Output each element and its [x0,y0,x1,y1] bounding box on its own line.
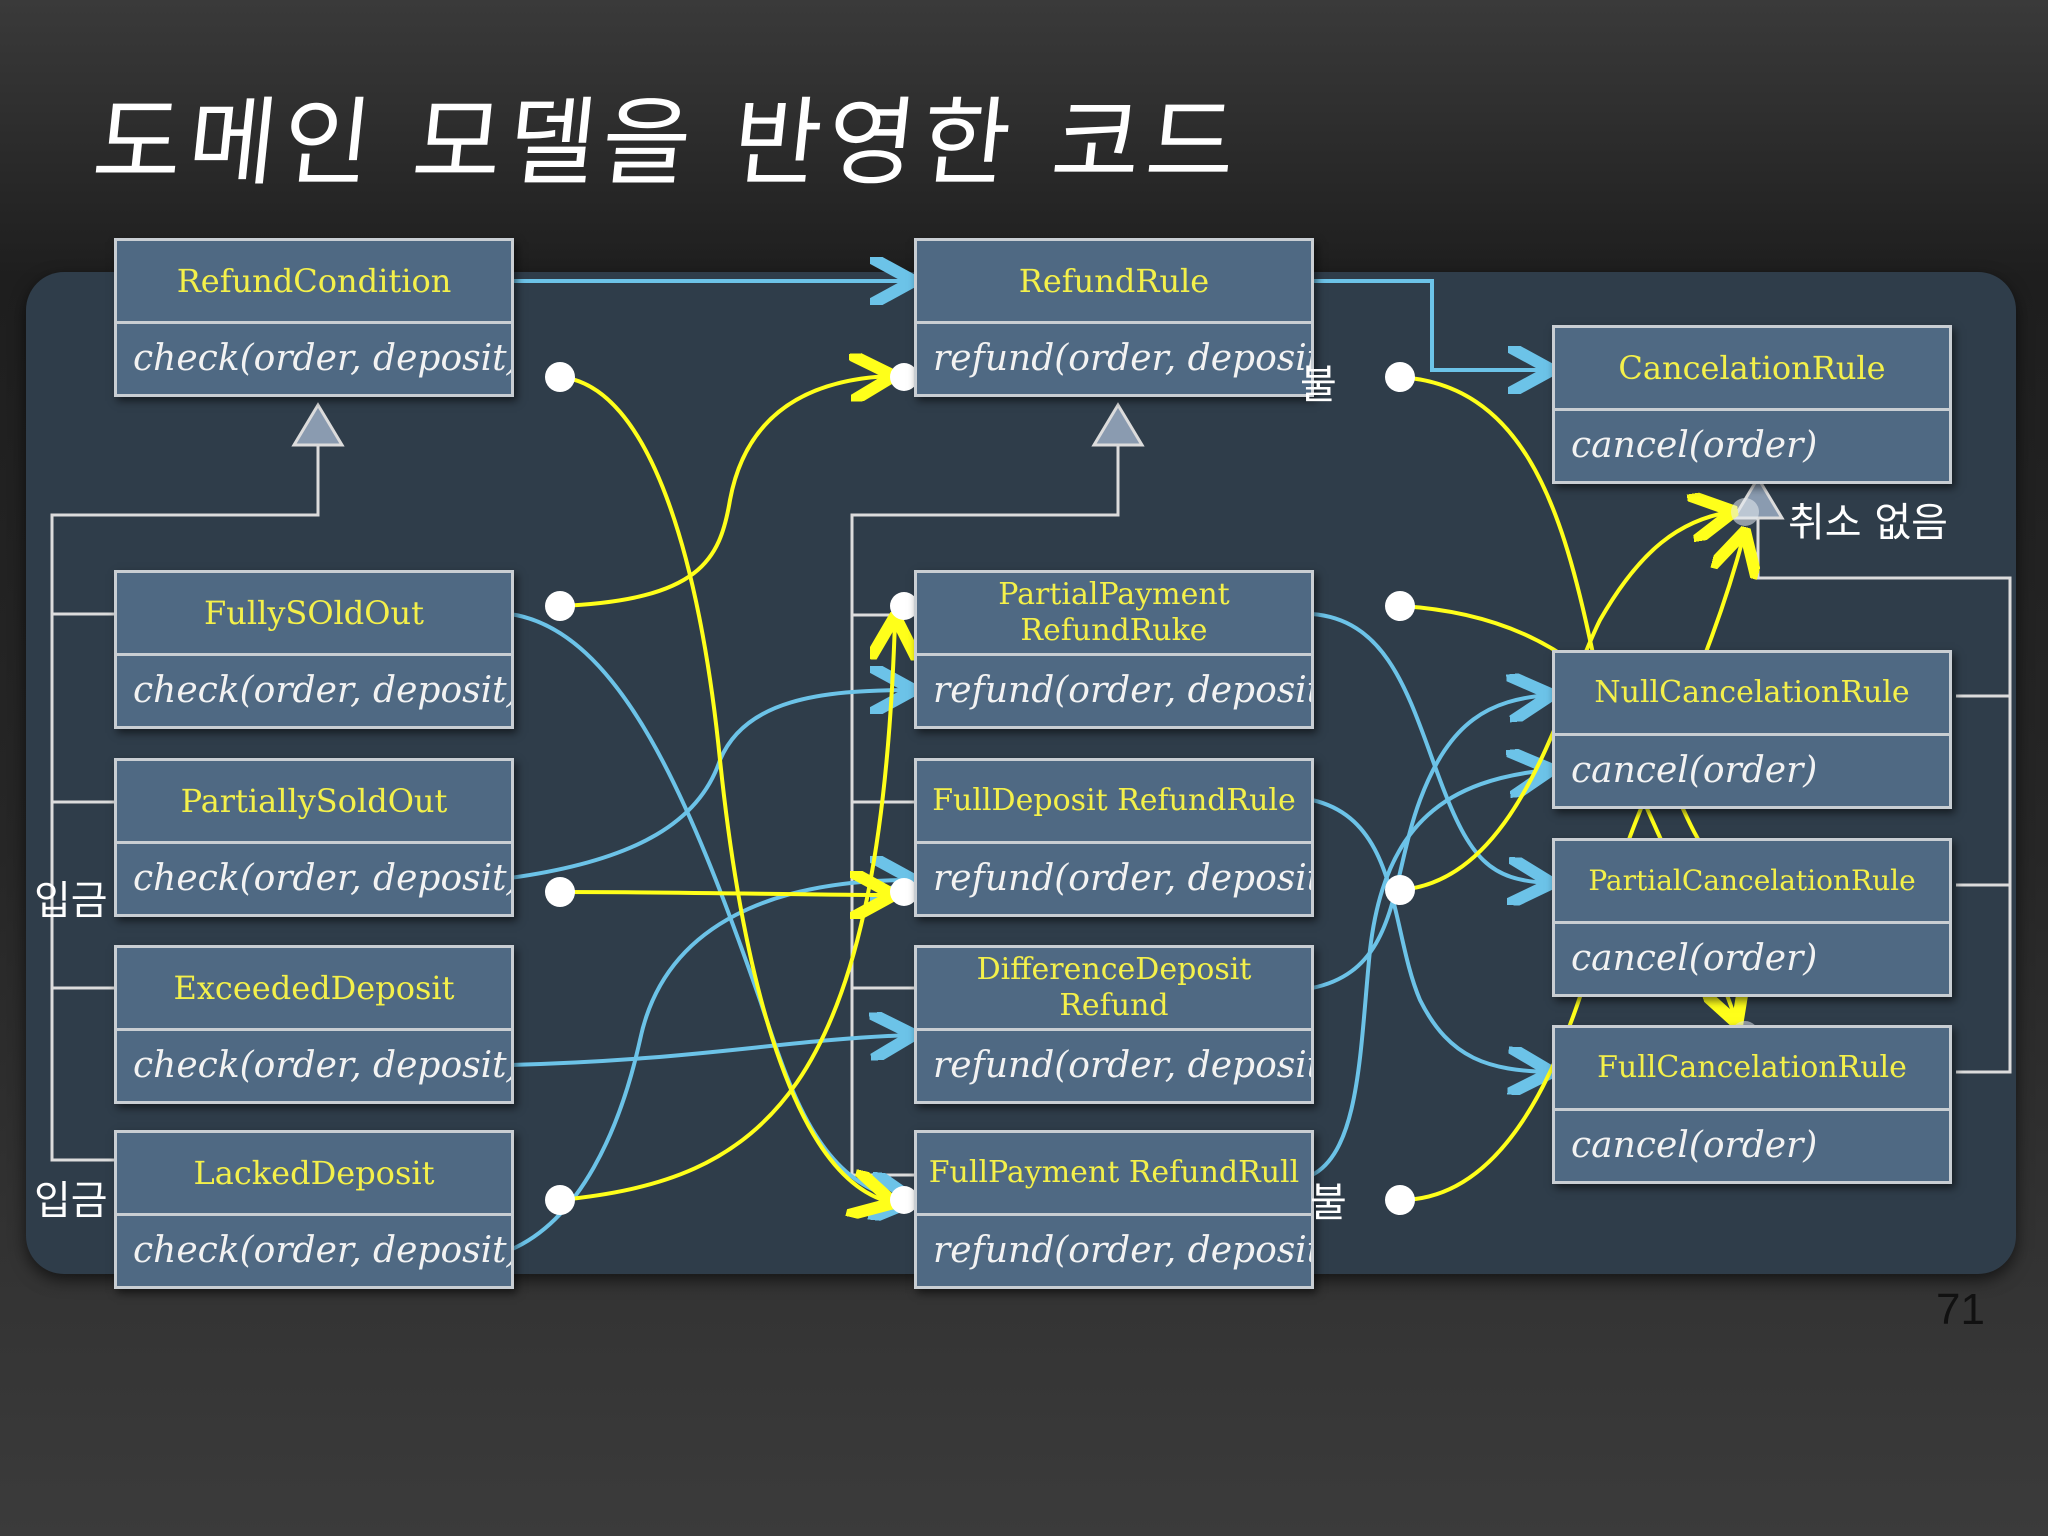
class-name: FullDeposit RefundRule [917,761,1311,844]
class-operation: check(order, deposit) [133,670,511,711]
connection-dots [545,362,1415,1215]
class-name: RefundRule [917,241,1311,324]
class-name: PartiallySoldOut [117,761,511,844]
class-operation: check(order, deposit) [133,858,511,899]
class-refund-rule[interactable]: RefundRule refund(order, deposit) [914,238,1314,397]
class-operation: cancel(order) [1571,938,1818,979]
class-partial-cancelation-rule[interactable]: PartialCancelationRule cancel(order) [1552,838,1952,997]
class-refund-condition[interactable]: RefundCondition check(order, deposit) [114,238,514,397]
class-operation: refund(order, deposit) [933,858,1311,899]
page-number: 71 [1936,1285,1985,1334]
class-name: DifferenceDeposit Refund [917,948,1311,1031]
class-name: LackedDeposit [117,1133,511,1216]
note-deposit-top: 입금 [34,878,108,924]
class-name: CancelationRule [1555,328,1949,411]
class-operation: check(order, deposit) [133,338,511,379]
class-operation: cancel(order) [1571,750,1818,791]
class-name: RefundCondition [117,241,511,324]
note-deposit-bottom: 입금 [34,1178,108,1224]
class-full-cancelation-rule[interactable]: FullCancelationRule cancel(order) [1552,1025,1952,1184]
inheritance-triangles [291,402,1785,520]
association-lines [509,281,1548,1252]
note-refund-top: 불 [1300,362,1337,408]
class-name: NullCancelationRule [1555,653,1949,736]
note-no-cancel: 취소 없음 [1788,500,1948,546]
class-operation: check(order, deposit) [133,1230,511,1271]
class-operation: refund(order, deposit) [933,1230,1311,1271]
class-full-payment-refund-rule[interactable]: FullPayment RefundRull refund(order, dep… [914,1130,1314,1289]
class-operation: refund(order, deposit) [933,670,1311,711]
class-null-cancelation-rule[interactable]: NullCancelationRule cancel(order) [1552,650,1952,809]
class-fully-sold-out[interactable]: FullySOldOut check(order, deposit) [114,570,514,729]
class-name: FullPayment RefundRull [917,1133,1311,1216]
class-name: FullySOldOut [117,573,511,656]
class-lacked-deposit[interactable]: LackedDeposit check(order, deposit) [114,1130,514,1289]
class-full-deposit-refund-rule[interactable]: FullDeposit RefundRule refund(order, dep… [914,758,1314,917]
class-operation: cancel(order) [1571,1125,1818,1166]
class-name: ExceededDeposit [117,948,511,1031]
class-name: PartialCancelationRule [1555,841,1949,924]
class-exceeded-deposit[interactable]: ExceededDeposit check(order, deposit) [114,945,514,1104]
class-cancelation-rule[interactable]: CancelationRule cancel(order) [1552,325,1952,484]
class-difference-deposit-refund[interactable]: DifferenceDeposit Refund refund(order, d… [914,945,1314,1104]
class-operation: check(order, deposit) [133,1045,511,1086]
note-refund-bottom: 불 [1310,1180,1347,1226]
class-name: FullCancelationRule [1555,1028,1949,1111]
class-partial-payment-refund-rule[interactable]: PartialPayment RefundRuke refund(order, … [914,570,1314,729]
class-operation: refund(order, deposit) [933,338,1311,379]
class-operation: cancel(order) [1571,425,1818,466]
class-operation: refund(order, deposit) [933,1045,1311,1086]
class-name: PartialPayment RefundRuke [917,573,1311,656]
class-partially-sold-out[interactable]: PartiallySoldOut check(order, deposit) [114,758,514,917]
